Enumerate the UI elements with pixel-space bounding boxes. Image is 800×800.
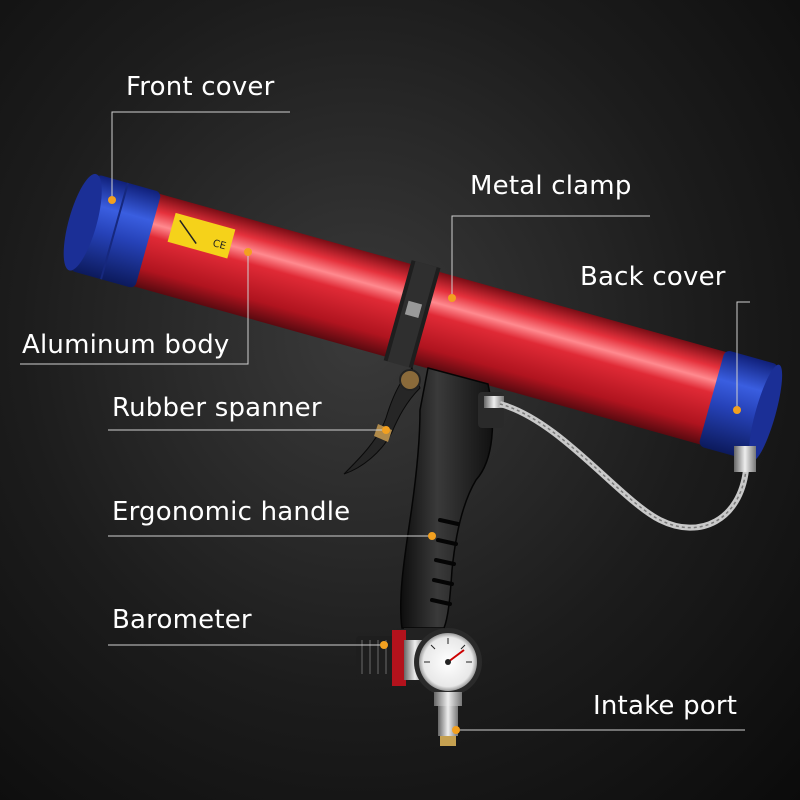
warning-sticker-text: CE (211, 238, 227, 252)
barrel-assembly: CE (63, 173, 783, 462)
trigger-lever (343, 367, 421, 475)
leader-back-cover (736, 301, 750, 410)
warning-sticker (167, 212, 236, 259)
leader-metal-clamp (451, 215, 650, 298)
leader-lines (20, 111, 750, 731)
leader-endpoints (108, 196, 741, 734)
barometer-assembly (356, 628, 482, 746)
label-metal-clamp: Metal clamp (470, 171, 632, 201)
label-ergonomic-handle: Ergonomic handle (112, 497, 351, 527)
aluminum-tube (127, 192, 732, 446)
leader-front-cover (111, 111, 290, 200)
label-barometer: Barometer (112, 605, 252, 635)
label-rubber-spanner: Rubber spanner (112, 393, 322, 423)
label-intake-port: Intake port (593, 691, 738, 721)
label-front-cover: Front cover (126, 72, 275, 102)
leader-aluminum-body (20, 252, 249, 365)
ergonomic-handle (399, 367, 494, 629)
label-aluminum-body: Aluminum body (22, 330, 230, 360)
front-cover-face (63, 173, 102, 271)
label-back-cover: Back cover (580, 262, 726, 292)
